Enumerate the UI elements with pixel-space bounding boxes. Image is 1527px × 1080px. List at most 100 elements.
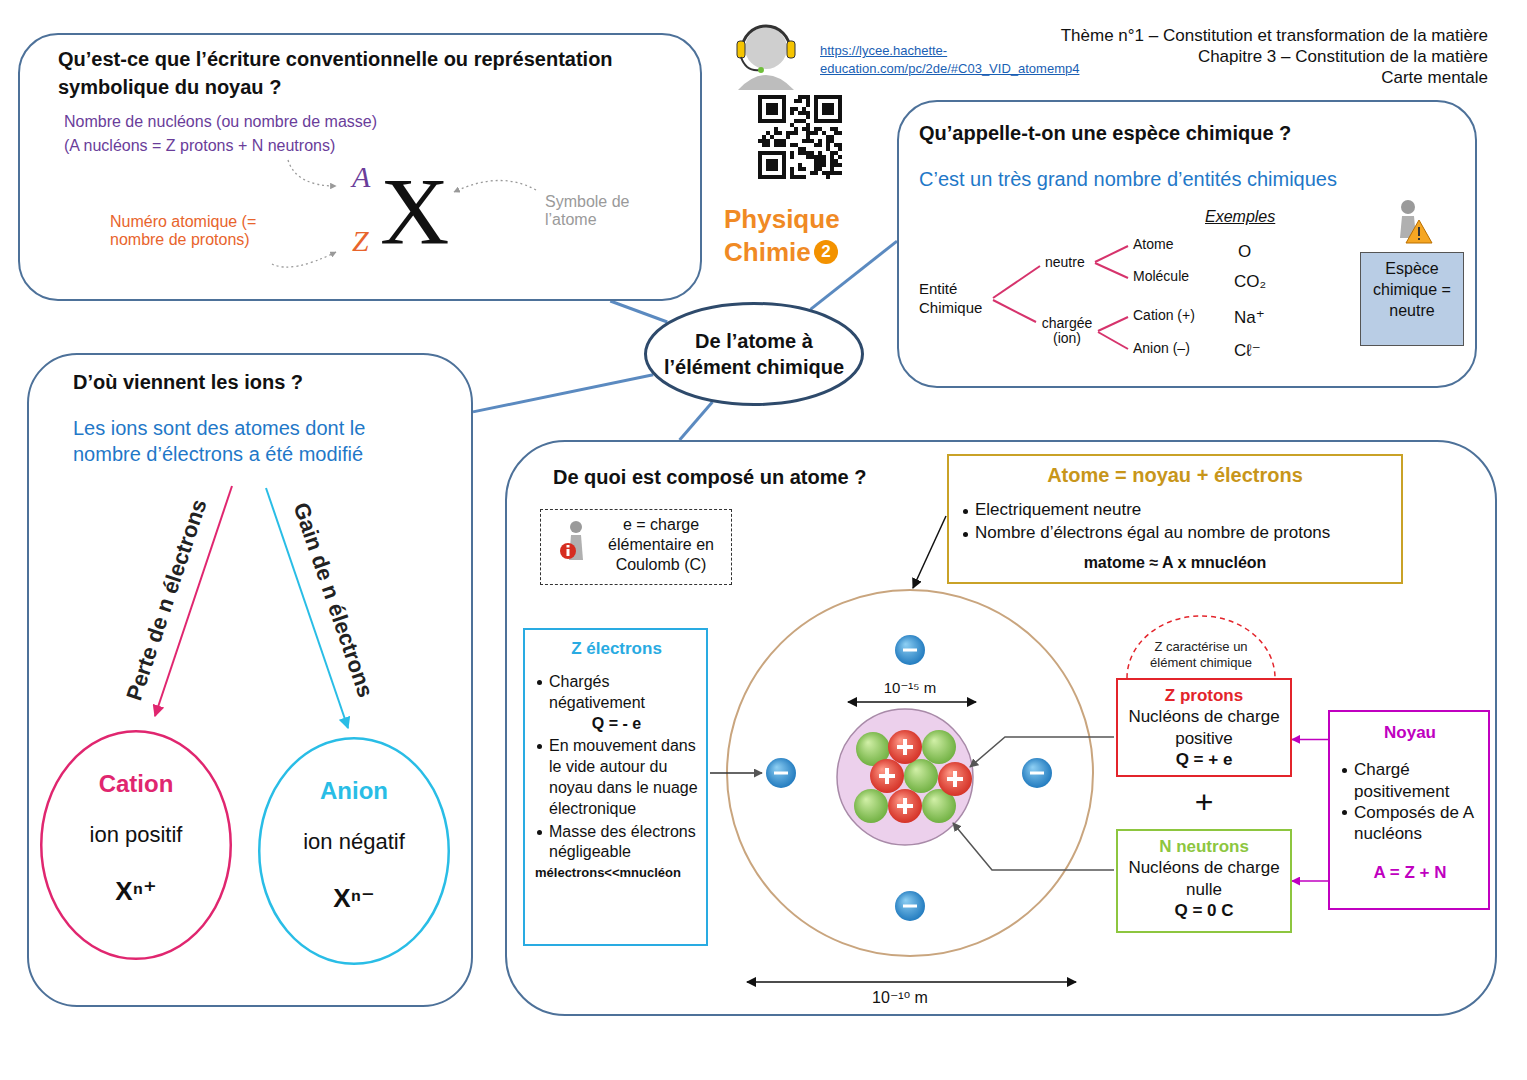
qr-cell [766,143,770,147]
qr-cell [822,119,826,123]
qr-cell [790,175,794,179]
qr-cell [834,95,838,99]
qr-cell [774,167,778,171]
note-text: e = charge élémentaire en Coulomb (C) [595,515,727,575]
qr-cell [770,167,774,171]
atom-drawing [903,739,907,755]
qr-cell [834,159,838,163]
dimension-lines [747,981,1076,983]
qr-cell [774,175,778,179]
logo-badge [814,240,838,264]
qr-cell [778,143,782,147]
dimension-lines [747,702,1076,982]
qr-cell [786,131,790,135]
atom-drawing [766,758,796,788]
qr-cell [806,127,810,131]
qr-cell [766,95,770,99]
qr-cell [782,95,786,99]
qr-cell [830,127,834,131]
qr-cell [762,95,766,99]
qr-cell [770,111,774,115]
qr-cell [802,127,806,131]
qr-cell [810,139,814,143]
qr-cell [818,95,822,99]
qr-cell [782,171,786,175]
tree-lines [1095,263,1128,278]
answer-text: C’est un très grand nombre d’entités chi… [919,168,1459,191]
qr-cell [770,151,774,155]
dashed-arc [1127,616,1275,678]
qr-cell [782,103,786,107]
qr-cell [814,143,818,147]
qr-cell [770,175,774,179]
headset-avatar [738,75,794,90]
qr-cell [774,107,778,111]
qr-cell [826,103,830,107]
node-outline [644,302,864,406]
qr-cell [838,171,842,175]
qr-cell [774,139,778,143]
qr-cell [814,167,818,171]
qr-cell [766,107,770,111]
qr-cell [826,139,830,143]
headset-avatar [742,26,790,50]
qr-cell [782,111,786,115]
qr-cell [766,175,770,179]
bullet-dot [963,532,968,537]
qr-cell [806,95,810,99]
tree-lines [1095,246,1128,262]
highlight-text: Espèce chimique = neutre [1373,259,1451,321]
qr-cell [814,131,818,135]
qr-cell [770,135,774,139]
qr-cell [762,143,766,147]
qr-cell [766,163,770,167]
ellipse-outline [646,304,863,405]
qr-cell [794,119,798,123]
qr-cell [774,103,778,107]
qr-cell [822,111,826,115]
box-heading: Z électrons [535,638,698,660]
atom-drawing [854,789,888,823]
property-item: En mouvement dans le vide autour du noya… [535,736,698,819]
charge-formula: Q = 0 C [1124,900,1284,921]
leader-lines [913,516,946,588]
question-heading: Qu’est-ce que l’écriture conventionnelle… [58,45,708,101]
qr-cell [762,135,766,139]
qr-cell [838,95,842,99]
qr-cell [818,143,822,147]
qr-cell [782,139,786,143]
qr-cell [818,151,822,155]
mass-number-formula: A = Z + N [1340,862,1480,883]
qr-cell [758,167,762,171]
qr-cell [794,143,798,147]
bullet-dot [537,830,542,835]
warning-icon [1406,220,1432,243]
qr-cell [838,99,842,103]
header-line: Thème n°1 – Constitution et transformati… [1000,26,1488,46]
qr-cell [758,139,762,143]
ion-notation: Xⁿ⁺ [40,876,232,907]
qr-cell [774,159,778,163]
atom-drawing [727,590,1093,956]
qr-cell [766,103,770,107]
qr-cell [802,151,806,155]
qr-cell [830,163,834,167]
ion-name: Cation [40,770,232,798]
qr-cell [766,119,770,123]
atom-summary-box: Atome = noyau + électronsElectriquement … [947,454,1403,584]
qr-cell [782,163,786,167]
qr-cell [830,159,834,163]
box-text: Nucléons de charge positive [1124,706,1284,749]
mass-number-note: Nombre de nucléons (ou nombre de masse) [64,113,404,131]
box-heading: Z protons [1124,685,1284,706]
connector [680,402,713,440]
qr-cell [798,99,802,103]
tree-lines [1098,332,1128,349]
qr-cell [774,127,778,131]
headset-avatar [737,26,795,90]
qr-cell [774,163,778,167]
headset-avatar [787,41,795,58]
question-heading: De quoi est composé un atome ? [553,466,913,489]
warning-icon [1418,227,1420,236]
central-title: De l’atome à l’élément chimique [658,328,850,380]
